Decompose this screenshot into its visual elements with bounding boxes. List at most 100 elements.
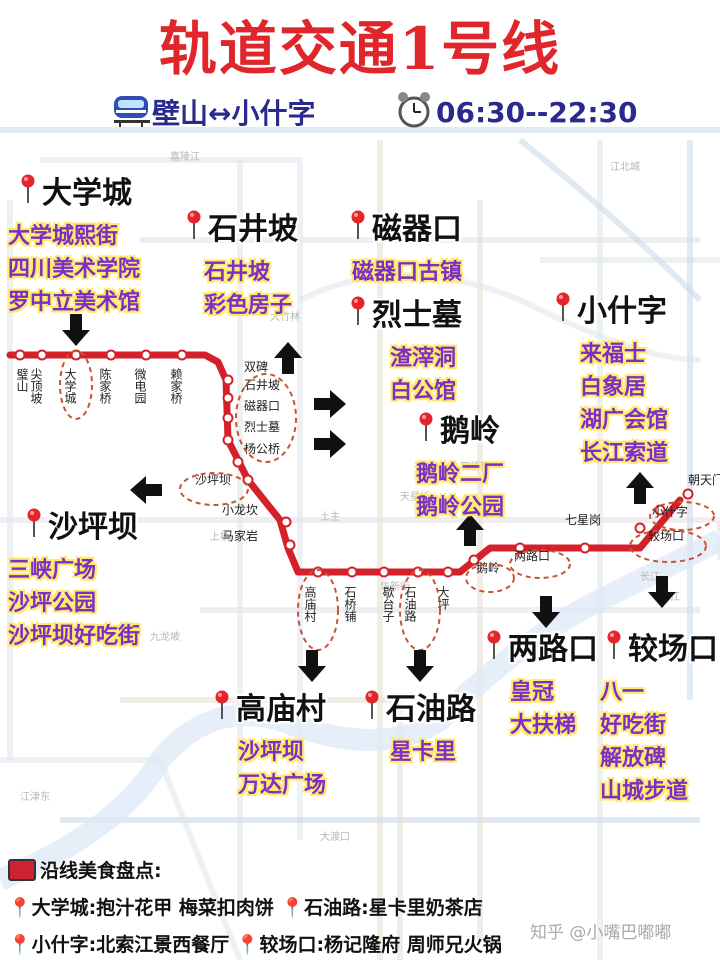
route-text: 壁山↔小什字 bbox=[152, 97, 316, 130]
station-label: 磁器口 bbox=[244, 398, 280, 413]
spot-item: 彩色房子 bbox=[204, 293, 293, 318]
operating-hours: 06:30--22:30 bbox=[436, 96, 638, 129]
spot-station-name: 大学城 bbox=[42, 176, 132, 211]
map-pin-icon bbox=[606, 630, 622, 664]
map-label: 大竹林 bbox=[270, 310, 300, 323]
spot-item: 磁器口古镇 bbox=[352, 260, 463, 285]
background-line bbox=[0, 517, 720, 560]
direction-arrow bbox=[62, 314, 90, 346]
highlight-ring bbox=[59, 350, 93, 420]
station-label: 大学城 bbox=[63, 368, 77, 405]
station-dot bbox=[176, 349, 188, 361]
spot-station-name: 两路口 bbox=[508, 632, 598, 667]
station-label: 朝天门 bbox=[688, 472, 720, 487]
station-dot bbox=[222, 374, 234, 386]
station-label: 尖顶坡 bbox=[29, 368, 43, 404]
station-dot bbox=[378, 566, 390, 578]
station-dot bbox=[280, 516, 292, 528]
spot-item: 鹅岭二厂 bbox=[416, 462, 505, 487]
spot-station-name: 较场口 bbox=[628, 632, 718, 667]
train-icon bbox=[112, 92, 152, 132]
spot-item: 沙坪坝 bbox=[238, 740, 305, 765]
food-heading: 沿线美食盘点: bbox=[40, 860, 162, 882]
map-pin-icon bbox=[186, 210, 202, 244]
station-dot bbox=[468, 554, 480, 566]
map-pin-icon bbox=[26, 508, 42, 542]
map-label: 长江 bbox=[640, 571, 660, 583]
highlight-ring bbox=[235, 373, 297, 463]
spot-item: 星卡里 bbox=[390, 740, 457, 765]
direction-arrow bbox=[314, 430, 346, 458]
spot-item: 罗中立美术馆 bbox=[8, 290, 141, 315]
alarm-clock-icon bbox=[394, 90, 434, 134]
station-dot bbox=[579, 542, 591, 554]
station-label: 石油路 bbox=[403, 586, 417, 623]
station-dot bbox=[514, 542, 526, 554]
direction-arrow bbox=[406, 650, 434, 682]
highlight-ring bbox=[465, 563, 515, 593]
spot-station-name: 石井坡 bbox=[208, 212, 298, 247]
spot-item: 来福士 bbox=[580, 342, 647, 367]
spot-item: 大学城熙街 bbox=[8, 224, 119, 249]
station-label: 烈士墓 bbox=[244, 420, 280, 434]
line-1-route bbox=[6, 351, 684, 576]
station-dot bbox=[312, 566, 324, 578]
background-line bbox=[518, 137, 703, 303]
station-label: 赖家桥 bbox=[169, 368, 183, 405]
spot-item: 沙坪公园 bbox=[8, 591, 97, 616]
spot-item: 石井坡 bbox=[204, 260, 271, 285]
station-dot bbox=[222, 412, 234, 424]
station-label: 陈家桥 bbox=[98, 367, 112, 405]
station-dot bbox=[634, 522, 646, 534]
direction-arrow bbox=[130, 476, 162, 504]
station-label: 马家岩 bbox=[222, 528, 258, 543]
direction-arrow bbox=[298, 650, 326, 682]
spot-item: 四川美术学院 bbox=[8, 257, 141, 282]
station-dot bbox=[105, 349, 117, 361]
poster-title: 轨道交通1号线 bbox=[158, 15, 562, 83]
spot-item: 沙坪坝好吃街 bbox=[8, 624, 141, 649]
map-pin-icon bbox=[364, 690, 380, 724]
spot-item: 三峡广场 bbox=[8, 558, 97, 583]
station-dot bbox=[36, 349, 48, 361]
highlight-ring bbox=[179, 472, 249, 506]
spot-station-name: 石油路 bbox=[386, 692, 476, 727]
station-label: 双碑 bbox=[244, 359, 268, 374]
station-label: 较场口 bbox=[648, 528, 684, 543]
station-label: 杨公桥 bbox=[244, 441, 280, 456]
station-label: 小龙坎 bbox=[222, 503, 258, 517]
map-pin-icon bbox=[350, 296, 366, 330]
map-pin-icon bbox=[555, 292, 571, 326]
map-label: 嘉陵江 bbox=[170, 150, 200, 163]
spot-item: 长江索道 bbox=[580, 441, 669, 466]
map-label: 九龙坡 bbox=[150, 630, 180, 643]
station-dot bbox=[346, 566, 358, 578]
river bbox=[0, 530, 720, 891]
spot-item: 白公馆 bbox=[390, 379, 457, 404]
map-label: 石桥铺 bbox=[460, 460, 490, 473]
direction-arrow bbox=[314, 390, 346, 418]
map-label: 土主 bbox=[320, 510, 340, 523]
station-dot bbox=[284, 539, 296, 551]
spot-item: 解放碑 bbox=[600, 746, 667, 771]
spot-station-name: 磁器口 bbox=[372, 212, 462, 247]
station-label: 鹅岭 bbox=[476, 561, 500, 575]
spot-item: 湖广会馆 bbox=[580, 408, 669, 433]
background-line bbox=[298, 272, 701, 363]
highlight-ring bbox=[509, 549, 571, 579]
station-label: 石桥铺 bbox=[343, 586, 357, 622]
spot-station-name: 高庙村 bbox=[236, 692, 326, 727]
spot-item: 好吃街 bbox=[600, 713, 667, 738]
map-pin-icon bbox=[350, 210, 366, 244]
map-label: 江津东 bbox=[20, 790, 50, 803]
map-label: 上桥 bbox=[210, 531, 230, 543]
map-label: 江北城 bbox=[610, 161, 640, 173]
highlight-ring bbox=[629, 529, 707, 563]
station-label: 七星岗 bbox=[565, 513, 601, 527]
highlight-ring bbox=[649, 501, 715, 531]
station-dot bbox=[222, 434, 234, 446]
station-dot bbox=[222, 392, 234, 404]
food-line: 📍大学城:抱汁花甲 梅菜扣肉饼 📍石油路:星卡里奶茶店 bbox=[8, 897, 483, 919]
spot-item: 万达广场 bbox=[238, 773, 327, 798]
